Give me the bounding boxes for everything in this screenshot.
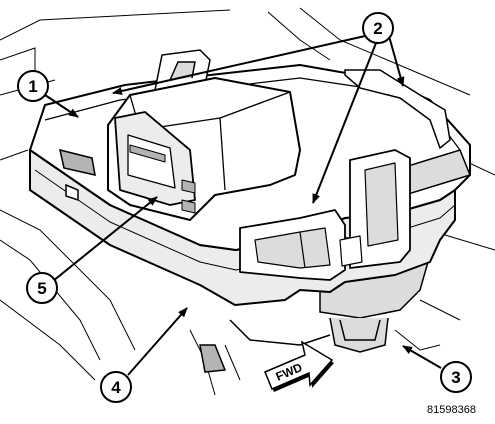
callout-5: 5: [26, 272, 58, 304]
forward-arrow: FWD: [264, 340, 334, 392]
figure-id: 81598368: [427, 404, 476, 416]
leader-2a: [112, 35, 366, 95]
front-latch-clip: [239, 209, 346, 281]
leader-5: [52, 196, 158, 282]
callout-4: 4: [100, 371, 132, 403]
callout-2-label: 2: [373, 19, 382, 38]
left-latch: [59, 148, 96, 202]
callout-3: 3: [440, 361, 472, 393]
callout-3-label: 3: [451, 368, 460, 387]
right-latch: [344, 69, 471, 196]
connector-block: [107, 77, 301, 221]
callout-4-label: 4: [111, 378, 121, 397]
callout-1-label: 1: [28, 77, 37, 96]
callout-5-label: 5: [37, 279, 46, 298]
leader-lines: [44, 35, 442, 376]
leader-4: [127, 307, 188, 376]
leader-2b: [312, 37, 379, 204]
leader-2c: [388, 35, 405, 87]
right-front-clip: [339, 149, 411, 269]
leader-3: [402, 345, 442, 369]
callout-1: 1: [17, 70, 49, 102]
leader-1: [44, 94, 79, 118]
callout-2: 2: [362, 12, 394, 44]
